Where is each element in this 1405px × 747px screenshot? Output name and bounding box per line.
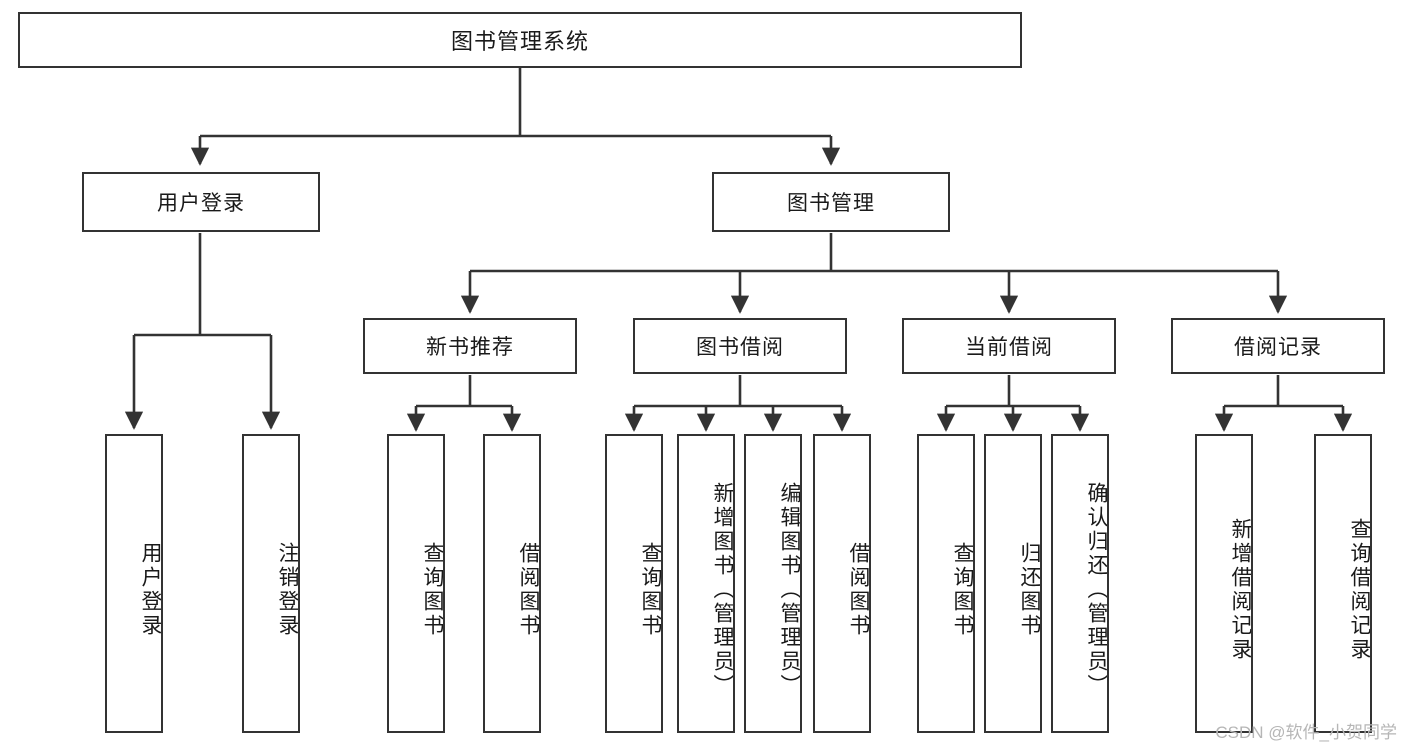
node-borrow-record-label: 借阅记录 <box>1234 336 1322 359</box>
node-leaf-user-login-label: 用户登录 <box>139 541 162 638</box>
node-leaf-query-record-label: 查询借阅记录 <box>1348 517 1371 662</box>
node-leaf-user-logout[interactable]: 注销登录 <box>242 434 300 733</box>
node-leaf-add-book[interactable]: 新增图书（管理员） <box>677 434 735 733</box>
node-leaf-user-login[interactable]: 用户登录 <box>105 434 163 733</box>
node-leaf-query-book-2-label: 查询图书 <box>639 541 662 638</box>
node-borrow-record[interactable]: 借阅记录 <box>1171 318 1385 374</box>
node-book-manage-label: 图书管理 <box>787 192 875 215</box>
node-leaf-query-book-1-label: 查询图书 <box>421 541 444 638</box>
node-book-borrow-label: 图书借阅 <box>696 336 784 359</box>
node-new-book-recommend-label: 新书推荐 <box>426 336 514 359</box>
node-current-borrow[interactable]: 当前借阅 <box>902 318 1116 374</box>
node-leaf-confirm-return-label: 确认归还（管理员） <box>1085 481 1108 698</box>
node-root-label: 图书管理系统 <box>450 29 589 54</box>
node-leaf-borrow-book-1-label: 借阅图书 <box>517 541 540 638</box>
node-user-login-label: 用户登录 <box>157 192 245 215</box>
node-new-book-recommend[interactable]: 新书推荐 <box>363 318 577 374</box>
node-book-manage[interactable]: 图书管理 <box>712 172 950 232</box>
node-current-borrow-label: 当前借阅 <box>965 336 1053 359</box>
node-leaf-query-book-3[interactable]: 查询图书 <box>917 434 975 733</box>
node-leaf-borrow-book-2-label: 借阅图书 <box>847 541 870 638</box>
node-leaf-borrow-book-2[interactable]: 借阅图书 <box>813 434 871 733</box>
node-leaf-query-book-3-label: 查询图书 <box>951 541 974 638</box>
node-root[interactable]: 图书管理系统 <box>18 12 1022 68</box>
node-leaf-confirm-return[interactable]: 确认归还（管理员） <box>1051 434 1109 733</box>
node-leaf-return-book-label: 归还图书 <box>1018 541 1041 638</box>
node-leaf-query-book-1[interactable]: 查询图书 <box>387 434 445 733</box>
node-leaf-edit-book[interactable]: 编辑图书（管理员） <box>744 434 802 733</box>
node-leaf-add-record[interactable]: 新增借阅记录 <box>1195 434 1253 733</box>
node-leaf-return-book[interactable]: 归还图书 <box>984 434 1042 733</box>
node-leaf-borrow-book-1[interactable]: 借阅图书 <box>483 434 541 733</box>
node-user-login[interactable]: 用户登录 <box>82 172 320 232</box>
node-leaf-user-logout-label: 注销登录 <box>276 541 299 638</box>
node-leaf-add-record-label: 新增借阅记录 <box>1229 517 1252 662</box>
node-leaf-query-book-2[interactable]: 查询图书 <box>605 434 663 733</box>
node-leaf-query-record[interactable]: 查询借阅记录 <box>1314 434 1372 733</box>
node-leaf-edit-book-label: 编辑图书（管理员） <box>778 481 801 698</box>
node-book-borrow[interactable]: 图书借阅 <box>633 318 847 374</box>
csdn-watermark: CSDN @软件_小贺同学 <box>1215 723 1397 742</box>
node-leaf-add-book-label: 新增图书（管理员） <box>711 481 734 698</box>
